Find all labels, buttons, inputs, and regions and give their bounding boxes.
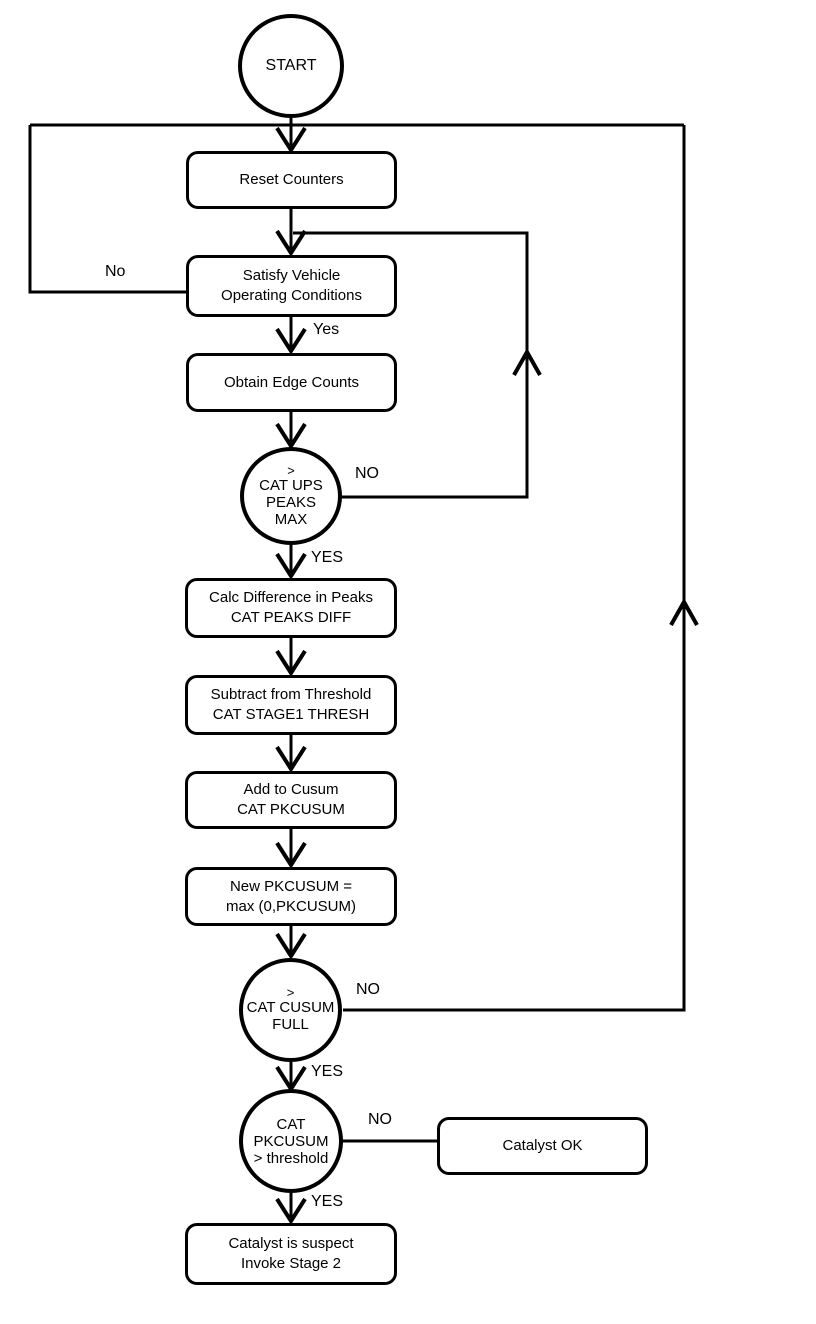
decision-cat-ups-peaks-max-line2: CAT UPS xyxy=(259,476,323,494)
node-add-to-cusum-line1: Add to Cusum xyxy=(243,781,339,798)
node-subtract-threshold-line2: CAT STAGE1 THRESH xyxy=(212,706,370,723)
edge-label-satisfy-yes: Yes xyxy=(313,321,340,338)
node-satisfy-vehicle-line2: Operating Conditions xyxy=(221,287,362,304)
node-start-label: START xyxy=(265,57,317,74)
node-obtain-edge-counts: Obtain Edge Counts xyxy=(186,353,397,412)
decision-cat-pkcusum-threshold-line1: CAT xyxy=(276,1115,306,1133)
node-new-pkcusum-line1: New PKCUSUM = xyxy=(229,877,353,895)
edge-label-threshold-yes: YES xyxy=(311,1193,344,1210)
node-calc-difference-line2: CAT PEAKS DIFF xyxy=(230,609,352,626)
node-calc-difference-line1: Calc Difference in Peaks xyxy=(209,589,373,606)
edge-label-cusum-yes: YES xyxy=(311,1063,344,1080)
decision-cat-pkcusum-threshold-line2: PKCUSUM xyxy=(253,1132,329,1150)
node-subtract-threshold: Subtract from Threshold CAT STAGE1 THRES… xyxy=(185,675,397,735)
edge-label-peaks-yes: YES xyxy=(311,549,344,566)
decision-cat-ups-peaks-max-line1: > xyxy=(287,462,295,478)
decision-cat-cusum-full-line2: CAT CUSUM xyxy=(246,999,335,1016)
node-satisfy-vehicle: Satisfy Vehicle Operating Conditions xyxy=(186,255,397,317)
node-catalyst-ok: Catalyst OK xyxy=(437,1117,648,1175)
node-start: START xyxy=(238,14,344,118)
edge-label-cusum-no: NO xyxy=(356,981,380,998)
decision-cat-pkcusum-threshold: CAT PKCUSUM > threshold xyxy=(239,1089,343,1193)
edge-label-satisfy-no: No xyxy=(105,263,126,280)
node-reset-counters-label: Reset Counters xyxy=(239,171,344,188)
node-new-pkcusum: New PKCUSUM = max (0,PKCUSUM) xyxy=(185,867,397,926)
node-satisfy-vehicle-line1: Satisfy Vehicle xyxy=(242,267,341,284)
decision-cat-ups-peaks-max-line4: MAX xyxy=(274,510,308,528)
decision-cat-ups-peaks-max-line3: PEAKS xyxy=(265,493,317,511)
decision-cat-pkcusum-threshold-line3: > threshold xyxy=(253,1149,329,1167)
node-calc-difference: Calc Difference in Peaks CAT PEAKS DIFF xyxy=(185,578,397,638)
edge-label-peaks-no: NO xyxy=(355,465,379,482)
node-catalyst-ok-label: Catalyst OK xyxy=(502,1137,583,1154)
node-reset-counters: Reset Counters xyxy=(186,151,397,209)
edge-label-threshold-no: NO xyxy=(368,1111,392,1128)
node-subtract-threshold-line1: Subtract from Threshold xyxy=(210,686,372,703)
decision-cat-ups-peaks-max: > CAT UPS PEAKS MAX xyxy=(240,447,342,545)
decision-cat-cusum-full-line3: FULL xyxy=(272,1016,309,1033)
node-catalyst-suspect: Catalyst is suspect Invoke Stage 2 xyxy=(185,1223,397,1285)
decision-cat-cusum-full-line1: > xyxy=(286,985,295,1000)
node-add-to-cusum-line2: CAT PKCUSUM xyxy=(237,801,345,818)
node-add-to-cusum: Add to Cusum CAT PKCUSUM xyxy=(185,771,397,829)
node-catalyst-suspect-line1: Catalyst is suspect xyxy=(228,1235,354,1252)
node-catalyst-suspect-line2: Invoke Stage 2 xyxy=(240,1255,342,1272)
node-obtain-edge-counts-label: Obtain Edge Counts xyxy=(223,373,360,391)
node-new-pkcusum-line2: max (0,PKCUSUM) xyxy=(225,897,356,915)
decision-cat-cusum-full: > CAT CUSUM FULL xyxy=(239,958,342,1062)
